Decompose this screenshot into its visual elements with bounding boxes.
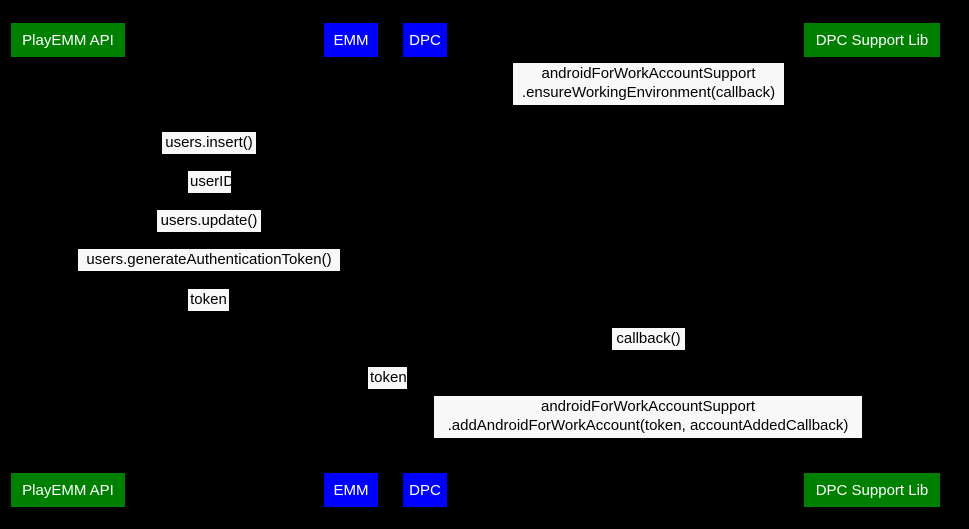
message-label-callback: callback() <box>612 328 685 350</box>
participant-label: EMM <box>333 31 369 49</box>
participant-label: PlayEMM API <box>22 31 114 49</box>
message-label-line: androidForWorkAccountSupport <box>541 398 755 415</box>
participant-label: DPC Support Lib <box>815 481 929 499</box>
message-label-line: .addAndroidForWorkAccount(token, account… <box>447 417 849 434</box>
participant-label: EMM <box>333 481 369 499</box>
message-label-token-upper: token <box>188 289 229 311</box>
message-label-line: users.generateAuthenticationToken() <box>86 251 332 268</box>
message-label-user-id: userID <box>188 171 235 193</box>
message-label-line: users.update() <box>160 212 258 229</box>
message-label-users-generate-authentication-token: users.generateAuthenticationToken() <box>78 249 340 271</box>
message-label-line: token <box>370 369 407 386</box>
message-label-line: .ensureWorkingEnvironment(callback) <box>521 84 776 101</box>
message-label-line: token <box>190 291 227 308</box>
message-label-line: androidForWorkAccountSupport <box>541 65 756 82</box>
participant-dpc-head[interactable]: DPC <box>403 23 447 57</box>
participant-dpc-foot[interactable]: DPC <box>403 473 447 507</box>
participant-emm-head[interactable]: EMM <box>324 23 378 57</box>
participant-label: DPC <box>409 31 441 49</box>
message-label-line: callback() <box>616 330 681 347</box>
participant-dpc-support-lib-head[interactable]: DPC Support Lib <box>804 23 940 57</box>
participant-dpc-support-lib-foot[interactable]: DPC Support Lib <box>804 473 940 507</box>
message-label-line: userID <box>190 173 235 190</box>
participant-label: DPC <box>409 481 441 499</box>
message-label-add-android-for-work-account: androidForWorkAccountSupport .addAndroidF… <box>434 396 862 438</box>
message-label-users-update: users.update() <box>157 210 261 232</box>
participant-label: DPC Support Lib <box>815 31 929 49</box>
participant-emm-foot[interactable]: EMM <box>324 473 378 507</box>
message-label-token-lower: token <box>368 367 407 389</box>
participant-playemm-api-head[interactable]: PlayEMM API <box>11 23 125 57</box>
participant-playemm-api-foot[interactable]: PlayEMM API <box>11 473 125 507</box>
message-label-ensure-working-environment: androidForWorkAccountSupport .ensureWorki… <box>513 63 784 105</box>
participant-label: PlayEMM API <box>22 481 114 499</box>
message-label-users-insert: users.insert() <box>162 132 256 154</box>
message-label-line: users.insert() <box>165 134 253 151</box>
